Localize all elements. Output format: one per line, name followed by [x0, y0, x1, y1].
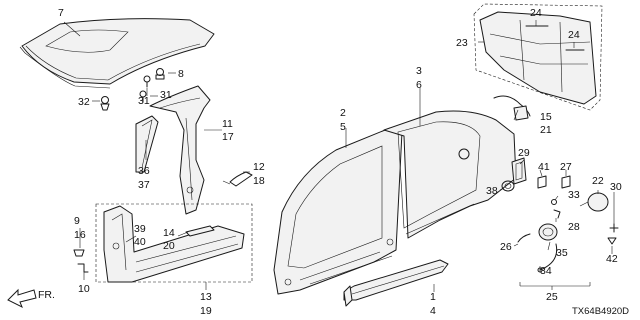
callout-16: 16 — [74, 229, 86, 241]
callout-31b: 31 — [160, 89, 172, 101]
callout-32: 32 — [78, 96, 90, 108]
clip-31a-icon — [143, 75, 151, 88]
fuel-lid-22 — [579, 192, 609, 212]
screw-33-icon — [551, 199, 557, 205]
callout-10: 10 — [78, 283, 90, 295]
callout-34: 34 — [540, 265, 552, 277]
wire-harness-15 — [493, 95, 531, 121]
callout-20: 20 — [163, 240, 175, 252]
callout-3: 3 — [416, 65, 422, 77]
callout-23: 23 — [456, 37, 468, 49]
fuel-lid-housing — [511, 157, 527, 185]
side-sill — [343, 259, 449, 307]
clip-28-icon — [553, 209, 561, 219]
callout-4: 4 — [430, 305, 436, 317]
callout-17: 17 — [222, 131, 234, 143]
clip-8-icon — [155, 68, 165, 80]
cable-26-icon — [517, 233, 531, 243]
callout-21: 21 — [540, 124, 552, 136]
fuel-filler-35 — [538, 223, 558, 241]
clip-31b-icon — [139, 90, 147, 103]
callout-2: 2 — [340, 107, 346, 119]
callout-5: 5 — [340, 121, 346, 133]
front-direction-arrow-icon — [7, 288, 37, 309]
callout-28: 28 — [568, 221, 580, 233]
leader-lines — [63, 20, 615, 292]
pillar-trim — [135, 115, 159, 173]
clip-10-icon — [77, 263, 89, 273]
callout-36: 36 — [138, 165, 150, 177]
callout-40: 40 — [134, 236, 146, 248]
body-side-outer-rear — [383, 110, 517, 239]
callout-29: 29 — [518, 147, 530, 159]
callout-37: 37 — [138, 179, 150, 191]
callout-19: 19 — [200, 305, 212, 317]
clip-41-icon — [537, 175, 547, 189]
callout-12: 12 — [253, 161, 265, 173]
clip-9-icon — [73, 249, 85, 257]
callout-33: 33 — [568, 189, 580, 201]
callout-7: 7 — [58, 7, 64, 19]
screw-30-icon — [609, 223, 619, 233]
callout-1: 1 — [430, 291, 436, 303]
body-side-outer-front — [273, 127, 403, 295]
bracket-14 — [185, 225, 215, 237]
callout-35: 35 — [556, 247, 568, 259]
callout-38: 38 — [486, 185, 498, 197]
direction-label: FR. — [38, 289, 55, 301]
callout-11: 11 — [222, 118, 233, 130]
callout-39: 39 — [134, 223, 146, 235]
callout-24b: 24 — [568, 29, 580, 41]
lower-pillar-assembly — [95, 203, 253, 283]
grommet-38-icon — [501, 180, 515, 192]
rear-panel-assembly — [473, 3, 603, 111]
callout-14: 14 — [163, 227, 175, 239]
roof-panel — [19, 18, 215, 89]
callout-18: 18 — [253, 175, 265, 187]
clip-27-icon — [561, 175, 571, 189]
callout-13: 13 — [200, 291, 212, 303]
bracket-12 — [222, 171, 253, 187]
callout-22: 22 — [592, 175, 604, 187]
callout-15: 15 — [540, 111, 552, 123]
callout-25: 25 — [546, 291, 558, 303]
clip-42-icon — [607, 237, 617, 245]
callout-27: 27 — [560, 161, 572, 173]
callout-31a: 31 — [138, 95, 150, 107]
callout-42: 42 — [606, 253, 618, 265]
callout-9: 9 — [74, 215, 80, 227]
callout-24a: 24 — [530, 7, 542, 19]
callout-8: 8 — [178, 68, 184, 80]
group-brackets — [519, 282, 591, 290]
callout-41: 41 — [538, 161, 550, 173]
clip-32-icon — [100, 96, 110, 111]
callout-30: 30 — [610, 181, 622, 193]
callout-6: 6 — [416, 79, 422, 91]
callout-26: 26 — [500, 241, 512, 253]
diagram-code: TX64B4920D — [572, 306, 629, 317]
callout-labels: 7 8 31 31 32 11 17 36 37 12 18 9 16 10 3… — [38, 7, 629, 317]
a-pillar-inner — [149, 85, 211, 215]
